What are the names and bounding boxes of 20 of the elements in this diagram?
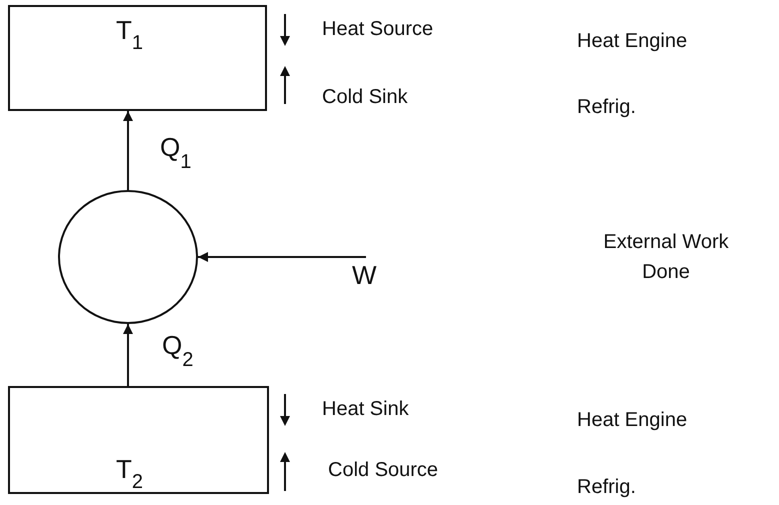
note-label: External Work Done [602, 230, 730, 285]
note-label: Heat Source [322, 17, 434, 42]
temperature-label: T$_{2}$ [116, 454, 144, 494]
note-label: Cold Source [328, 458, 438, 483]
engine-circle [58, 190, 198, 324]
arrow [198, 252, 366, 262]
edge-label: Q$_{1}$ [160, 132, 192, 174]
note-label: Heat Sink [322, 397, 409, 422]
reservoir-box [8, 386, 269, 494]
reservoir-box [8, 5, 267, 111]
note-label: Heat Engine [577, 408, 688, 433]
note-label: Refrig. [577, 475, 636, 500]
work-label: W [352, 260, 377, 291]
note-label: Heat Engine [577, 29, 688, 54]
arrow [123, 111, 133, 190]
arrow [123, 324, 133, 386]
edge-label: Q$_{2}$ [162, 330, 194, 372]
temperature-label: T$_{1}$ [116, 15, 144, 55]
note-label: Refrig. [577, 95, 636, 120]
note-label: Cold Sink [322, 85, 408, 110]
